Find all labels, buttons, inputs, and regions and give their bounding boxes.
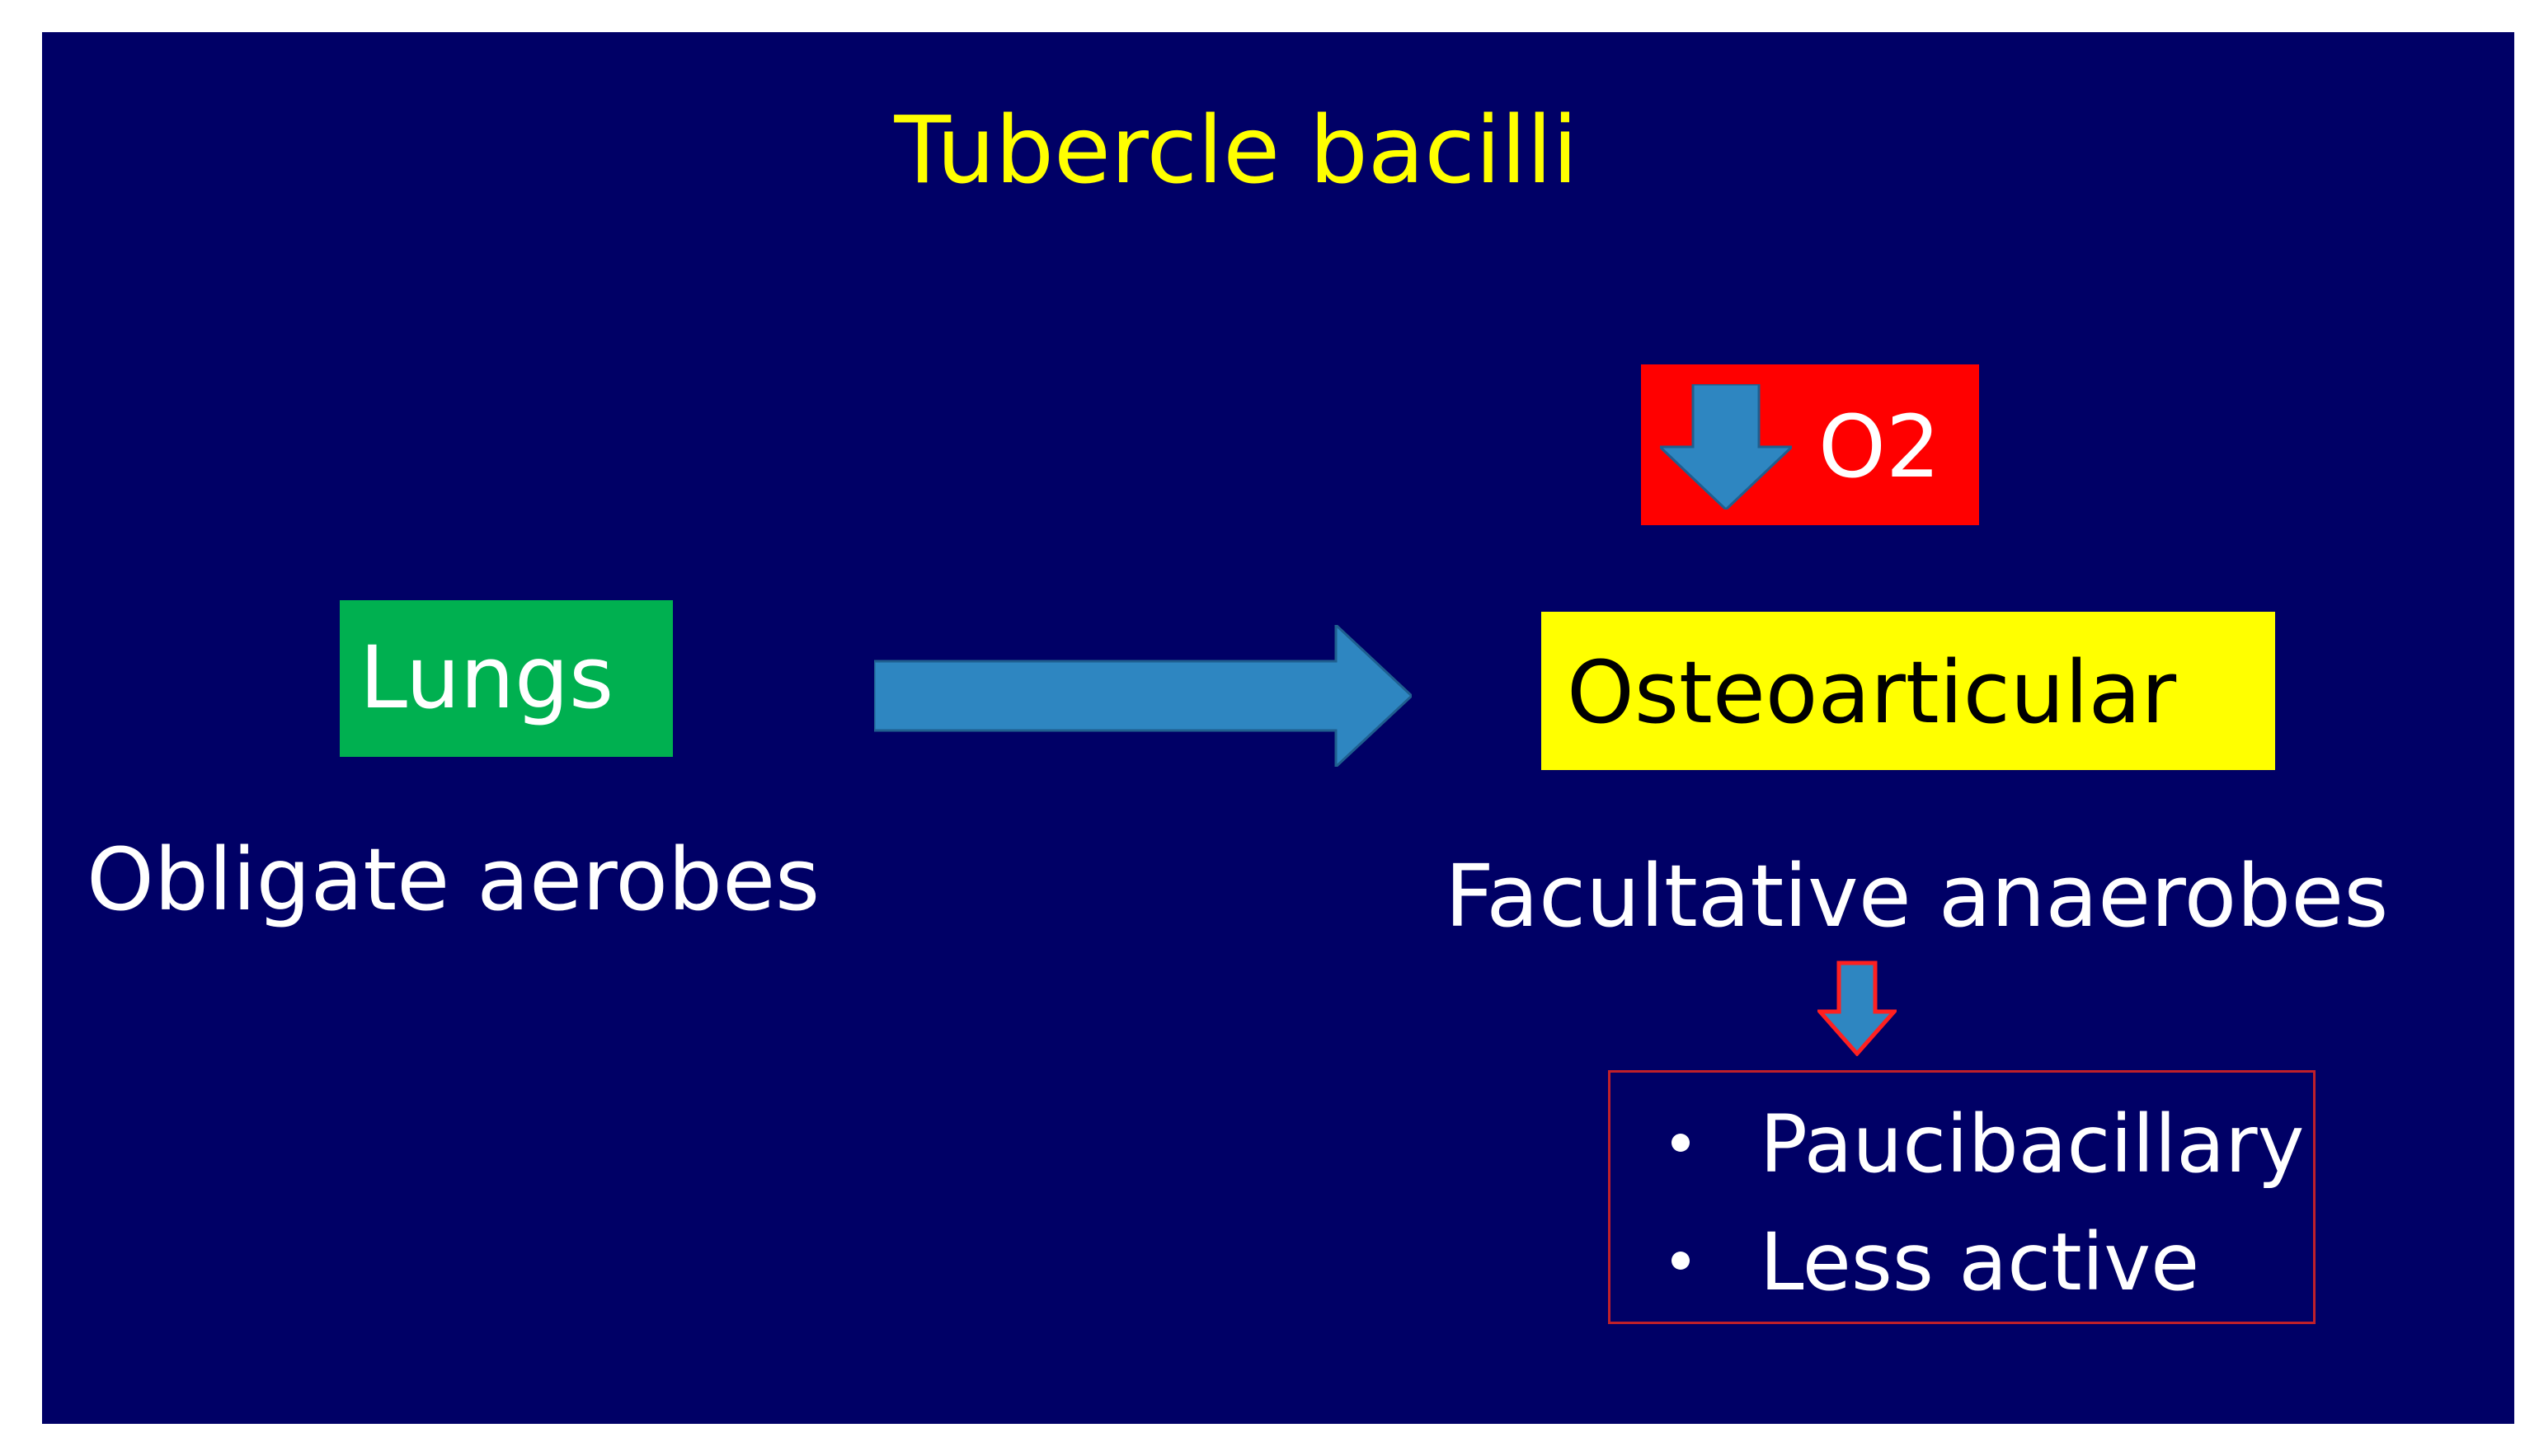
oxygen-label: O2 — [1818, 397, 1941, 497]
lungs-label: Lungs — [360, 627, 614, 728]
right-arrow-icon — [874, 625, 1412, 767]
consequences-box — [1608, 1070, 2316, 1324]
down-arrow-icon — [1660, 384, 1792, 510]
bullet-icon — [1672, 1252, 1690, 1270]
slide-title: Tubercle bacilli — [894, 97, 1578, 204]
list-item: Less active — [1760, 1216, 2200, 1308]
osteoarticular-description: Facultative anaerobes — [1445, 846, 2389, 946]
lungs-box — [340, 600, 673, 757]
list-item: Paucibacillary — [1760, 1098, 2305, 1191]
osteoarticular-label: Osteoarticular — [1567, 642, 2177, 743]
down-arrow-icon — [1817, 960, 1897, 1056]
lungs-description: Obligate aerobes — [87, 829, 820, 930]
bullet-icon — [1672, 1134, 1690, 1152]
osteoarticular-box — [1541, 612, 2275, 770]
